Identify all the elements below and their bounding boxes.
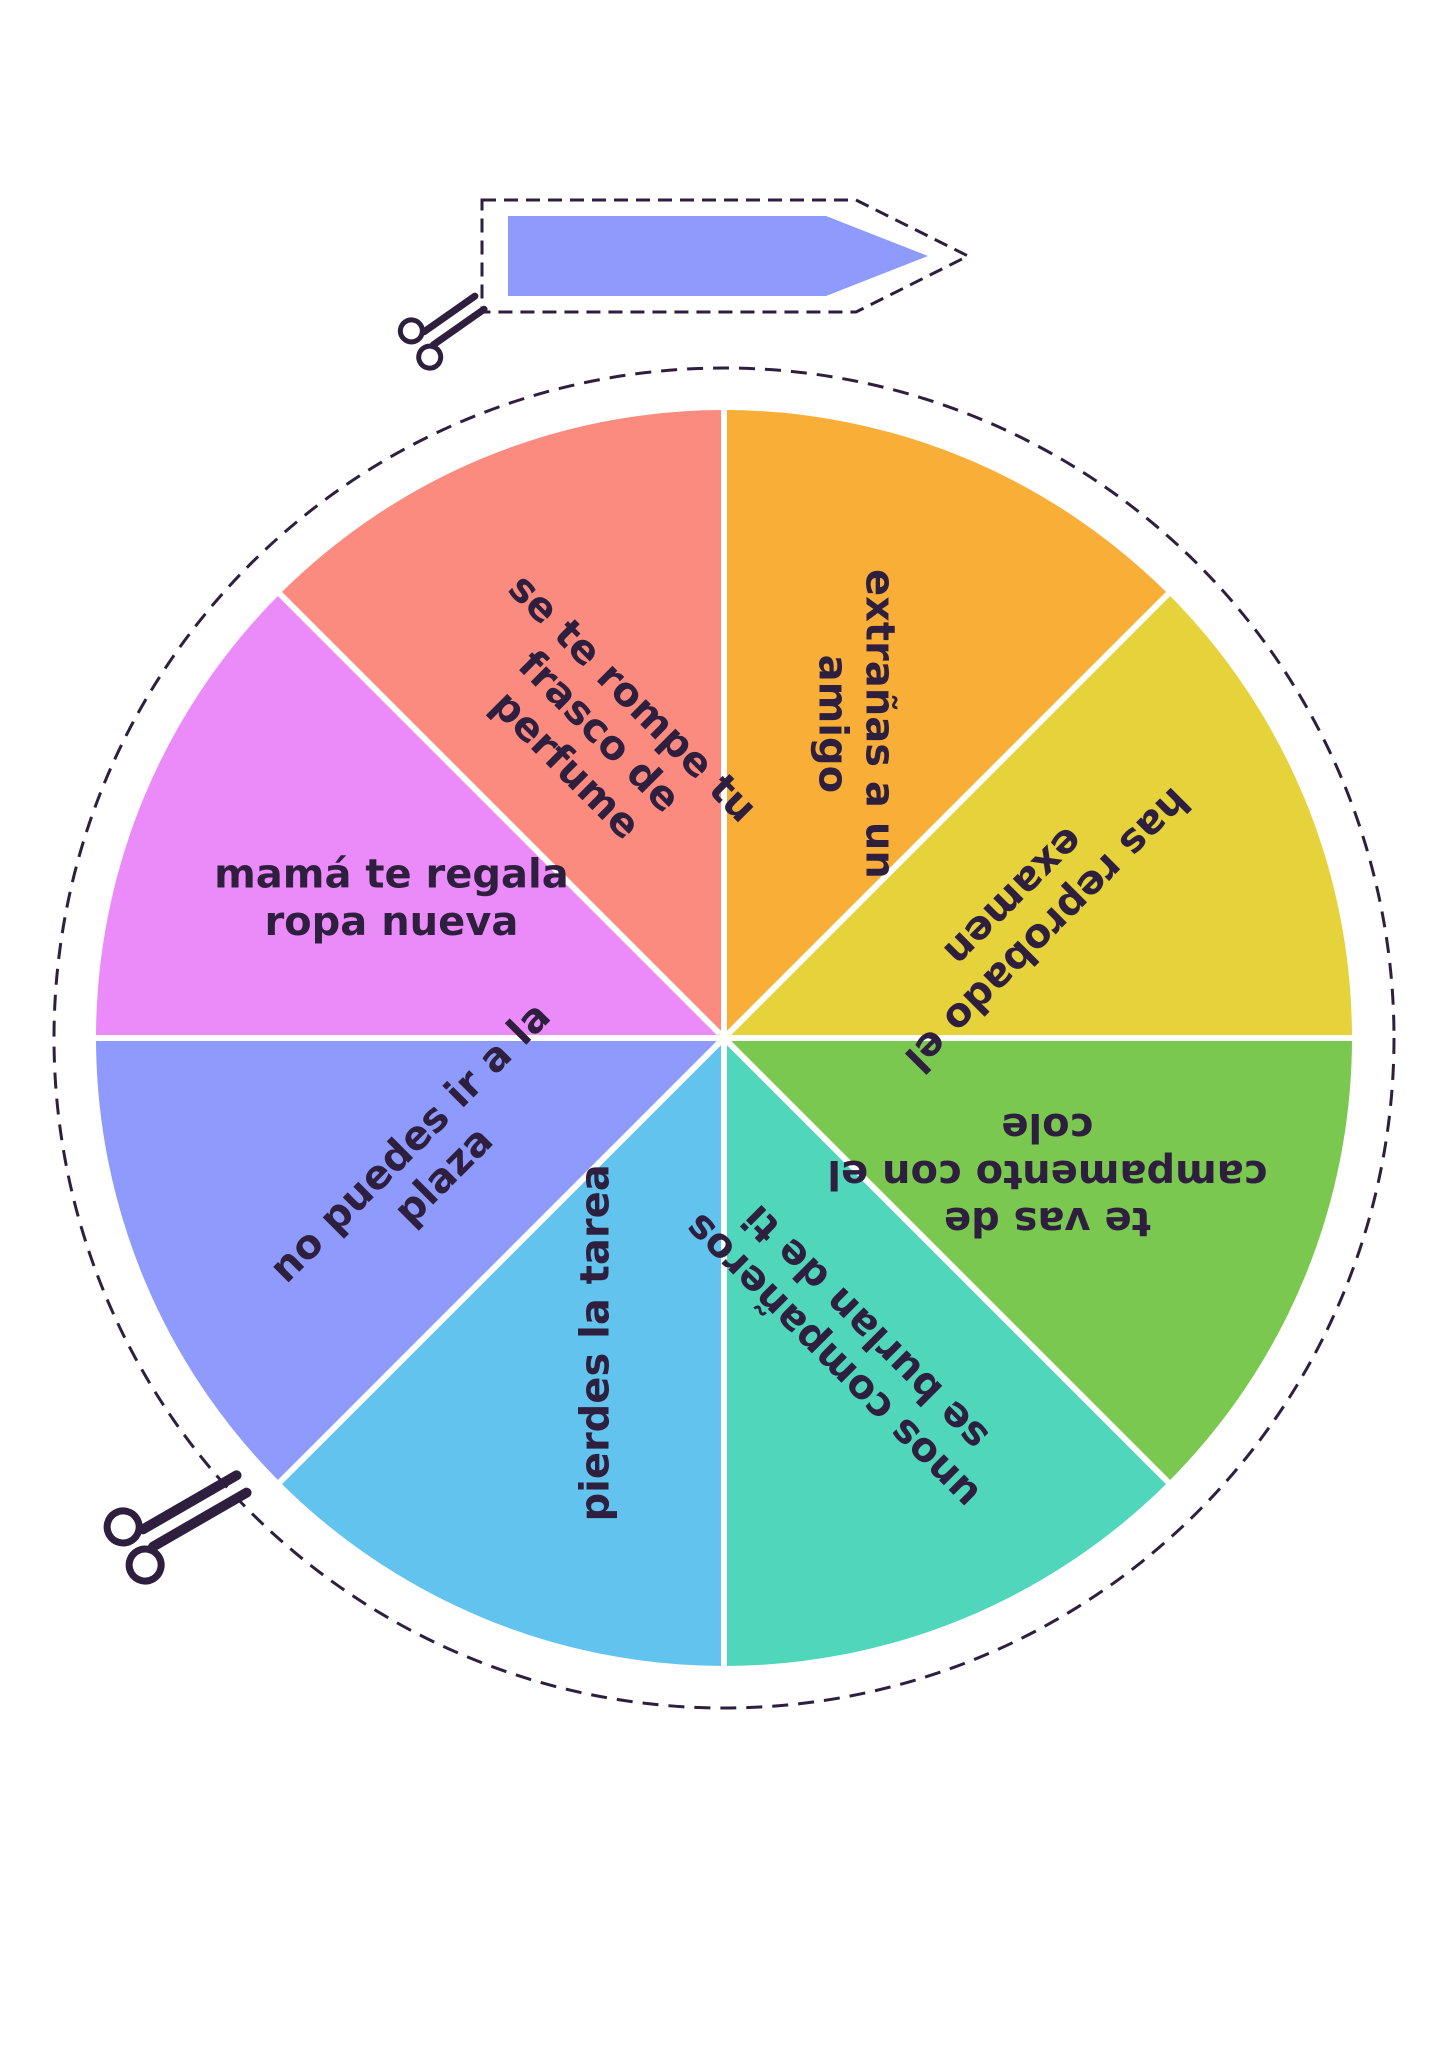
wheel-divider xyxy=(721,591,1171,1041)
segment-label-line: campamento con el xyxy=(827,1151,1267,1197)
segment-label-line: cole xyxy=(1001,1104,1093,1150)
wheel-segment-bottom-left[interactable] xyxy=(279,1038,724,1667)
wheel-segment-left-bottom[interactable] xyxy=(96,1038,724,1483)
segment-label-bottom-left: pierdes la tarea xyxy=(573,1164,619,1521)
pointer-cut-line xyxy=(480,198,972,314)
segment-label-line: ropa nueva xyxy=(264,899,518,945)
wheel-segment-left-top[interactable] xyxy=(96,593,724,1038)
wheel-divider xyxy=(277,591,727,1041)
pointer-arrow xyxy=(508,216,928,296)
segment-label-line: te vas de xyxy=(944,1198,1151,1244)
wheel-segment-right-bottom[interactable] xyxy=(724,1038,1352,1483)
segment-label-line: extrañas a un xyxy=(857,569,903,879)
pointer-cutout[interactable] xyxy=(480,198,972,314)
spinner-wheel[interactable] xyxy=(96,410,1352,1667)
wheel-divider xyxy=(277,1035,727,1485)
scissors-icon xyxy=(103,1470,252,1585)
wheel-segment-top-left[interactable] xyxy=(279,410,724,1038)
wheel-divider xyxy=(721,1035,1171,1485)
scissors-icon xyxy=(397,292,488,371)
wheel-dividers xyxy=(96,410,1352,1666)
segment-label-line: pierdes la tarea xyxy=(573,1164,619,1521)
segment-label-line: mamá te regala xyxy=(214,852,569,898)
wheel-cut-line xyxy=(52,366,1396,1710)
wheel-segment-top-right[interactable] xyxy=(724,410,1169,1038)
wheel-segment-right-top[interactable] xyxy=(724,593,1352,1038)
segment-label-line: amigo xyxy=(810,655,856,794)
wheel-segment-bottom-right[interactable] xyxy=(724,1038,1169,1666)
